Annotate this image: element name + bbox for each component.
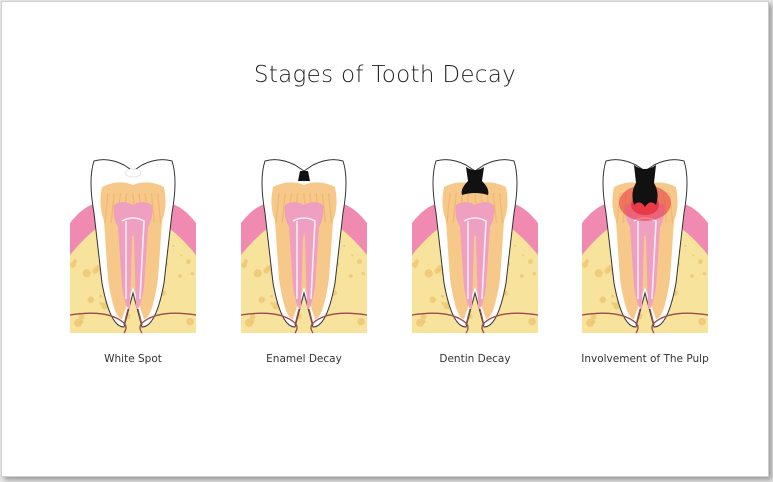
tooth-illustration <box>69 159 197 334</box>
bone-dot <box>528 259 533 264</box>
nerve-root <box>465 308 485 326</box>
bone-dot <box>590 314 597 320</box>
dentin-texture <box>452 192 457 224</box>
bone-dot <box>178 274 182 278</box>
dentin-texture <box>669 192 674 224</box>
dentin-texture <box>104 192 109 224</box>
cavity <box>298 171 310 181</box>
bone-dot <box>70 262 76 268</box>
bone-dot <box>421 319 426 324</box>
bone-dot <box>611 301 615 305</box>
bone-dot <box>87 296 94 303</box>
bone-dot <box>190 271 194 276</box>
bone-dot <box>441 294 445 298</box>
bone-dot <box>258 296 265 303</box>
dentin-texture <box>281 192 286 224</box>
bone-dot <box>528 317 536 326</box>
bone-dot <box>180 254 183 257</box>
stage-label: Involvement of The Pulp <box>581 353 709 365</box>
bone-dot <box>692 254 695 257</box>
bone-dot <box>702 271 706 276</box>
dentin-texture <box>492 192 497 224</box>
bone-dot <box>424 269 433 278</box>
bone-dot <box>412 262 418 268</box>
tooth-illustration <box>411 159 539 334</box>
bone-dot <box>253 269 262 278</box>
dentin-texture <box>275 192 280 224</box>
dentin-texture <box>616 192 621 224</box>
stage-label: Enamel Decay <box>266 353 342 365</box>
dentin-texture <box>150 192 155 224</box>
dentin-texture <box>157 192 162 224</box>
dentin-texture <box>446 192 451 224</box>
bone-dot <box>532 271 536 276</box>
dentin-texture <box>110 192 115 224</box>
cavity <box>461 167 489 195</box>
stage-white-spot: White Spot <box>68 159 198 379</box>
bone-dot <box>698 259 703 264</box>
bone-dot <box>594 269 603 278</box>
bone-dot <box>99 301 103 305</box>
dentin-texture <box>321 192 326 224</box>
bone-dot <box>270 294 274 298</box>
stage-pulp-involvement: Involvement of The Pulp <box>580 159 710 379</box>
bone-dot <box>78 314 85 320</box>
bone-dot <box>241 262 247 268</box>
bone-dot <box>599 296 606 303</box>
tooth-group <box>69 159 197 334</box>
bone-dot <box>684 244 687 247</box>
pulp-canal <box>292 217 316 300</box>
pulp-canal <box>463 217 487 300</box>
stage-label: White Spot <box>104 353 162 365</box>
bone-dot <box>186 259 191 264</box>
tooth-group <box>581 159 709 334</box>
bone-dot <box>270 301 274 305</box>
bone-dot <box>441 301 445 305</box>
stage-dentin-decay: Dentin Decay <box>410 159 540 379</box>
bone-dot <box>79 319 84 324</box>
bone-dot <box>520 274 524 278</box>
pulp <box>455 202 495 310</box>
bone-dot <box>249 314 256 320</box>
bone-dot <box>698 317 706 326</box>
bone-dot <box>591 319 596 324</box>
bone-dot <box>522 254 525 257</box>
bone-dot <box>357 259 362 264</box>
bone-dot <box>420 314 427 320</box>
nerve-root <box>635 308 655 326</box>
bone-dot <box>186 317 194 326</box>
bone-dot <box>361 271 365 276</box>
pulp <box>625 202 665 310</box>
bone-dot <box>429 296 436 303</box>
bone-dot <box>82 269 91 278</box>
stage-enamel-decay: Enamel Decay <box>239 159 369 379</box>
bone-dot <box>99 294 103 298</box>
bone-dot <box>343 244 346 247</box>
diagram-title: Stages of Tooth Decay <box>253 62 517 88</box>
bone-dot <box>357 317 365 326</box>
nerve-root <box>123 308 143 326</box>
bone-dot <box>582 262 588 268</box>
bone-dot <box>690 274 694 278</box>
tooth-group <box>411 159 539 334</box>
pulp-canal <box>121 217 145 300</box>
tooth-illustration <box>581 159 709 334</box>
nerve-root <box>294 308 314 326</box>
bone-dot <box>349 274 353 278</box>
stage-label: Dentin Decay <box>439 353 511 365</box>
bone-dot <box>351 254 354 257</box>
cavity <box>632 165 658 207</box>
white-spot <box>124 168 142 178</box>
bone-dot <box>250 319 255 324</box>
bone-dot <box>611 294 615 298</box>
tooth-group <box>240 159 368 334</box>
dentin-texture <box>499 192 504 224</box>
tooth-illustration <box>240 159 368 334</box>
pulp <box>284 202 324 310</box>
pulp <box>113 202 153 310</box>
bone-dot <box>172 244 175 247</box>
dentin-texture <box>328 192 333 224</box>
bone-dot <box>514 244 517 247</box>
